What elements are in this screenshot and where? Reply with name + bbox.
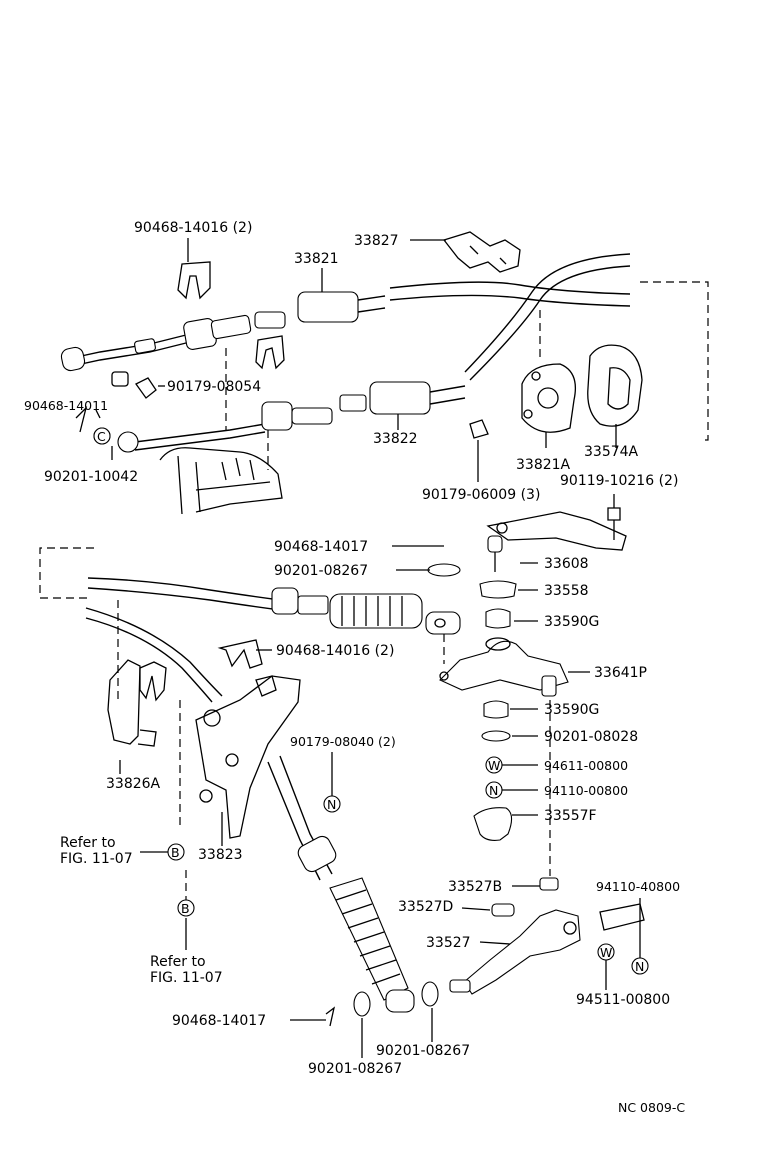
- label-90468-14011: 90468-14011: [24, 398, 108, 413]
- svg-text:W: W: [600, 945, 612, 960]
- cable-lower-boot: [267, 755, 439, 1027]
- marker-c: C: [93, 427, 111, 445]
- grommet-33574A: [587, 344, 643, 427]
- label-33827: 33827: [354, 233, 399, 249]
- label-33821A: 33821A: [516, 457, 571, 473]
- cable-sleeve-33821: [297, 291, 359, 323]
- transmission-housing: [159, 447, 283, 515]
- svg-text:B: B: [171, 845, 180, 860]
- label-33641P: 33641P: [594, 665, 647, 681]
- label-90468-14017-b: 90468-14017: [172, 1013, 266, 1029]
- label-33590G-a: 33590G: [544, 614, 599, 630]
- label-90468-14017-a: 90468-14017: [274, 539, 368, 555]
- label-90201-08028: 90201-08028: [544, 729, 638, 745]
- clip-under-33821: [255, 335, 285, 370]
- label-33826A: 33826A: [106, 776, 161, 792]
- leader-lines: [95, 238, 641, 1058]
- label-90179-08040: 90179-08040 (2): [290, 734, 396, 749]
- label-94511-00800: 94511-00800: [576, 992, 670, 1008]
- shift-lever-stack: [427, 511, 627, 891]
- select-cable-33822: [117, 381, 466, 453]
- label-90179-06009: 90179-06009 (3): [422, 487, 540, 503]
- part-labels: 90468-14016 (2) 33827 33821 90179-08054 …: [24, 220, 685, 1115]
- bracket-33827: [442, 231, 521, 273]
- label-33574A: 33574A: [584, 444, 639, 460]
- label-94611-00800: 94611-00800: [544, 758, 628, 773]
- dashed-leaders: [39, 281, 709, 900]
- lever-arm-33527: [449, 903, 645, 995]
- label-fig-b: FIG. 11-07: [150, 970, 223, 986]
- marker-b-2: B: [177, 899, 195, 917]
- cable-sleeve-33822: [369, 381, 431, 415]
- label-refer-to-a: Refer to: [60, 835, 116, 851]
- label-33608: 33608: [544, 556, 589, 572]
- label-33821: 33821: [294, 251, 339, 267]
- label-refer-to-b: Refer to: [150, 954, 206, 970]
- label-90119-10216: 90119-10216 (2): [560, 473, 678, 489]
- marker-w-1: W: [485, 756, 503, 774]
- svg-text:W: W: [488, 758, 500, 773]
- marker-n-1: N: [323, 795, 341, 813]
- circle-markers: C B B N W N W N: [93, 427, 649, 975]
- cable-middle: [85, 577, 461, 703]
- label-90201-08267-a: 90201-08267: [274, 563, 368, 579]
- boot-33641P-cable: [329, 593, 423, 629]
- cable-bracket-33821A: [521, 363, 577, 433]
- label-94110-00800: 94110-00800: [544, 783, 628, 798]
- label-33590G-b: 33590G: [544, 702, 599, 718]
- svg-text:N: N: [635, 959, 644, 974]
- label-33557F: 33557F: [544, 808, 597, 824]
- marker-b-1: B: [167, 843, 185, 861]
- svg-text:N: N: [327, 797, 336, 812]
- marker-n-2: N: [485, 781, 503, 799]
- shift-cable-upper: [60, 253, 631, 381]
- label-33822: 33822: [373, 431, 418, 447]
- marker-w-2: W: [597, 943, 615, 961]
- label-90468-14016-mid: 90468-14016 (2): [276, 643, 394, 659]
- label-33527: 33527: [426, 935, 471, 951]
- label-33527D: 33527D: [398, 899, 453, 915]
- label-footer-code: NC 0809-C: [618, 1100, 685, 1115]
- shift-bracket-lower: [107, 639, 301, 839]
- label-90201-10042: 90201-10042: [44, 469, 138, 485]
- label-33558: 33558: [544, 583, 589, 599]
- clip-90468-14016-top: [177, 261, 211, 300]
- svg-text:B: B: [181, 901, 190, 916]
- label-fig-a: FIG. 11-07: [60, 851, 133, 867]
- label-94110-40800: 94110-40800: [596, 879, 680, 894]
- svg-text:N: N: [489, 783, 498, 798]
- label-90201-08267-b: 90201-08267: [376, 1043, 470, 1059]
- label-90201-08267-c: 90201-08267: [308, 1061, 402, 1077]
- label-33823: 33823: [198, 847, 243, 863]
- marker-n-3: N: [631, 957, 649, 975]
- label-33527B: 33527B: [448, 879, 502, 895]
- svg-text:C: C: [97, 429, 106, 444]
- label-90179-08054: 90179-08054: [167, 379, 261, 395]
- label-90468-14016-top: 90468-14016 (2): [134, 220, 252, 236]
